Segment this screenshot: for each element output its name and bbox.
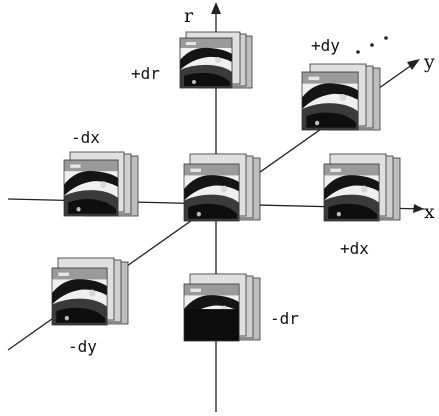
x-axis-arrowhead <box>413 204 424 213</box>
y-axis-label: y <box>423 51 435 73</box>
stack-minus-dr <box>183 273 261 342</box>
ellipsis-dots <box>356 36 388 54</box>
x-axis-label: x <box>424 201 435 223</box>
r-axis-label: r <box>184 5 194 27</box>
stack-image <box>51 267 108 326</box>
stack-label-minus-dy: -dy <box>68 337 97 356</box>
stack-label-plus-dy: +dy <box>311 36 340 55</box>
stack-label-plus-dr: +dr <box>131 64 160 83</box>
stack-label-minus-dx: -dx <box>71 128 100 147</box>
stack-image <box>179 37 233 89</box>
stack-image <box>323 163 380 222</box>
y-axis-arrowhead <box>407 59 420 70</box>
stack-image <box>63 159 119 217</box>
stack-center <box>183 153 261 222</box>
stack-minus-dy <box>51 257 129 326</box>
stack-plus-dr <box>179 31 253 89</box>
stack-minus-dx <box>63 151 139 217</box>
r-axis-arrowhead <box>211 2 221 14</box>
stack-plus-dx <box>323 153 401 222</box>
stack-image <box>183 163 240 222</box>
stack-image <box>183 283 240 342</box>
stack-image <box>301 71 359 131</box>
stack-plus-dy <box>301 63 381 131</box>
stack-label-plus-dx: +dx <box>340 239 369 258</box>
stack-label-minus-dr: -dr <box>270 309 299 328</box>
